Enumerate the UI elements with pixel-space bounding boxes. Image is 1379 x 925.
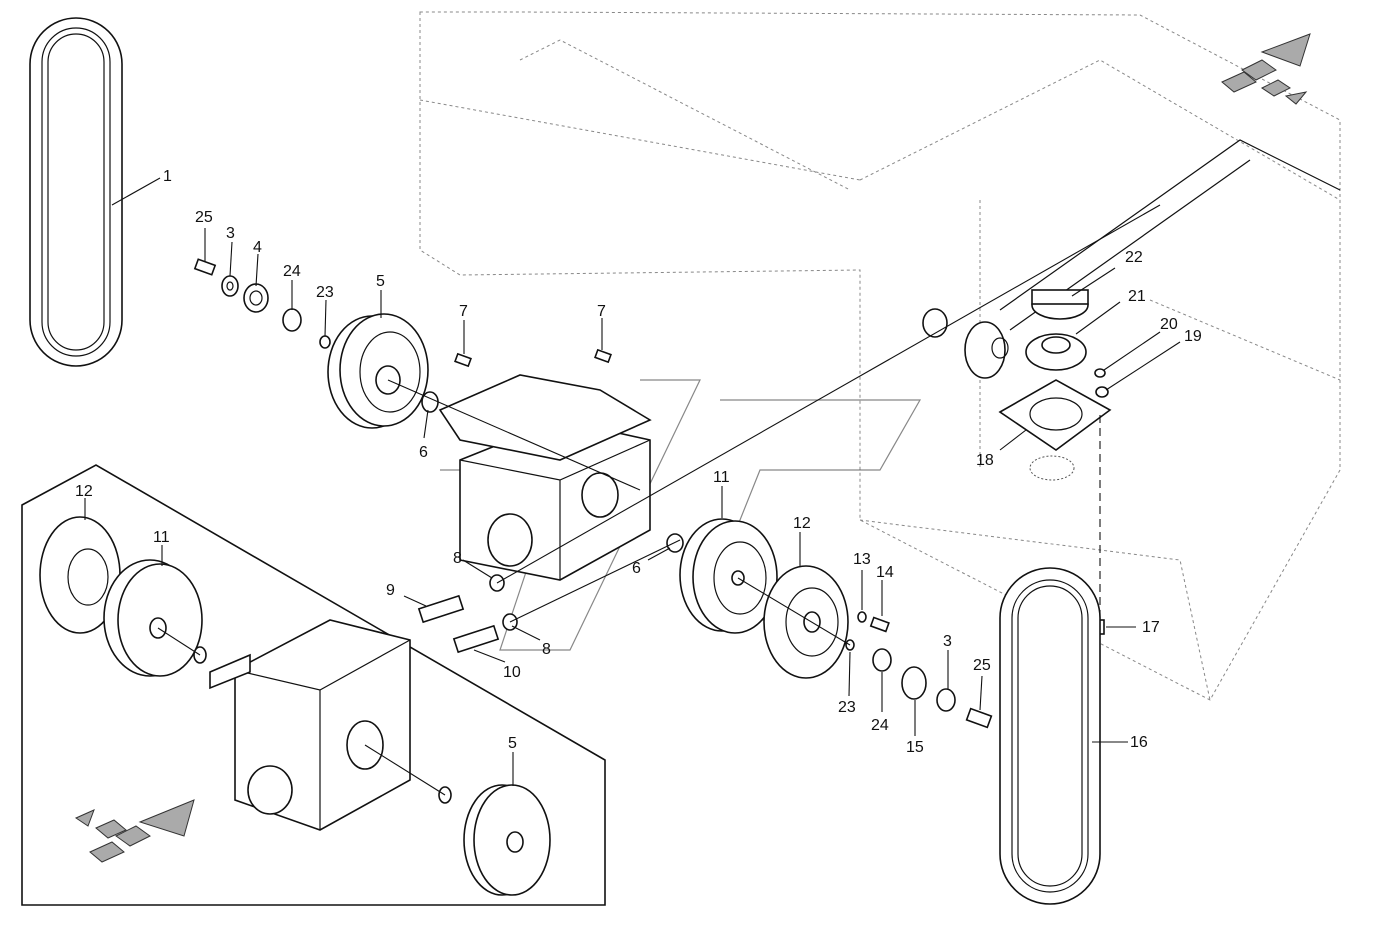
callout-6: 6 <box>632 560 641 577</box>
callout-13: 13 <box>853 551 871 568</box>
callout-23: 23 <box>316 284 334 301</box>
callout-12: 12 <box>793 515 811 532</box>
pulley-5 <box>327 313 439 429</box>
callout-24: 24 <box>283 263 301 280</box>
callout-21: 21 <box>1128 288 1146 305</box>
callout-8: 8 <box>542 641 551 658</box>
callout-17: 17 <box>1142 619 1160 636</box>
callout-25: 25 <box>195 209 213 226</box>
fastener-row-left <box>193 258 331 349</box>
callout-leaders <box>84 177 1181 786</box>
callout-3: 3 <box>943 633 952 650</box>
callout-25: 25 <box>973 657 991 674</box>
fastener-row-right <box>845 611 993 729</box>
direction-arrow-icon <box>74 799 195 863</box>
callout-1: 1 <box>163 168 172 185</box>
gearbox <box>438 348 684 581</box>
pulley-11 <box>679 518 778 634</box>
callout-22: 22 <box>1125 249 1143 266</box>
callout-14: 14 <box>876 564 894 581</box>
callout-labels: 1 25 3 4 24 23 5 7 7 6 22 21 20 19 18 11… <box>75 168 1202 756</box>
bolts-left <box>417 574 518 654</box>
callout-9: 9 <box>386 582 395 599</box>
callout-4: 4 <box>253 239 262 256</box>
callout-5: 5 <box>376 273 385 290</box>
callout-11: 11 <box>153 529 170 546</box>
callout-15: 15 <box>906 739 924 756</box>
direction-arrow-icon <box>1221 33 1311 105</box>
callout-18: 18 <box>976 452 994 469</box>
callout-7: 7 <box>459 303 468 320</box>
callout-7: 7 <box>597 303 606 320</box>
callout-24: 24 <box>871 717 889 734</box>
callout-23: 23 <box>838 699 856 716</box>
callout-12: 12 <box>75 483 93 500</box>
callout-3: 3 <box>226 225 235 242</box>
callout-6: 6 <box>419 444 428 461</box>
callout-11: 11 <box>713 469 730 486</box>
callout-8: 8 <box>453 550 462 567</box>
callout-5: 5 <box>508 735 517 752</box>
inset-panel <box>21 464 606 906</box>
belt-1 <box>29 17 123 367</box>
assembly-lines <box>387 204 1161 646</box>
bearing-assembly <box>922 289 1112 635</box>
callout-20: 20 <box>1160 316 1178 333</box>
pulley-12 <box>763 565 849 679</box>
callout-10: 10 <box>503 664 521 681</box>
belt-16 <box>999 567 1101 905</box>
callout-16: 16 <box>1130 734 1148 751</box>
callout-19: 19 <box>1184 328 1202 345</box>
machine-frame <box>419 11 1341 701</box>
